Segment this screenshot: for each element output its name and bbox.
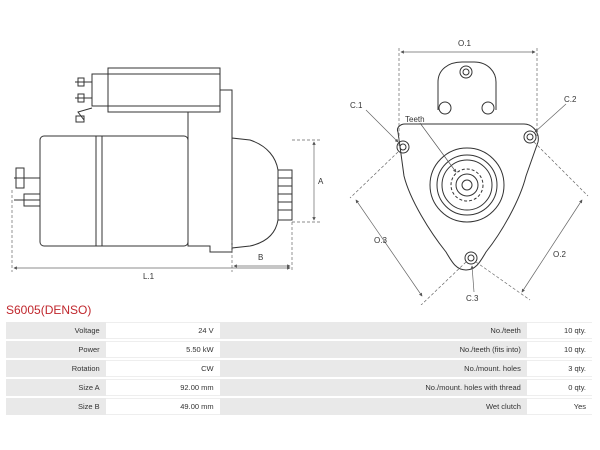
specs-table: Voltage 24 V No./teeth 10 qty. Power 5.5…: [6, 320, 592, 417]
spec-label: Wet clutch: [219, 398, 527, 415]
dimension-l1-label: L.1: [143, 272, 155, 281]
spec-label: No./teeth (fits into): [219, 341, 527, 358]
table-row: Power 5.50 kW No./teeth (fits into) 10 q…: [6, 341, 592, 358]
spec-label: No./mount. holes with thread: [219, 379, 527, 396]
side-view: [14, 67, 293, 253]
table-row: Voltage 24 V No./teeth 10 qty.: [6, 322, 592, 339]
side-view-dimensions: [11, 139, 320, 272]
dimension-c1-label: C.1: [350, 101, 363, 110]
spec-value: Yes: [526, 398, 592, 415]
table-row: Size A 92.00 mm No./mount. holes with th…: [6, 379, 592, 396]
mount-hole-c1: [396, 140, 410, 154]
top-hole: [459, 65, 473, 79]
dimension-o1-label: O.1: [458, 39, 471, 48]
solenoid-terminals: [75, 73, 109, 107]
motor-body: [39, 135, 189, 247]
front-view-dimensions: [349, 48, 589, 305]
spec-value: CW: [105, 360, 220, 377]
solenoid-body: [107, 67, 221, 113]
spec-label: Size A: [6, 379, 106, 396]
pilot-outer: [429, 147, 505, 223]
main-terminal: [14, 167, 41, 207]
spec-value: 3 qty.: [526, 360, 592, 377]
dimension-b-label: B: [258, 253, 263, 262]
drive-housing: [187, 89, 279, 253]
spec-label: Size B: [6, 398, 106, 415]
dimension-a-label: A: [318, 177, 324, 186]
product-title: S6005(DENSO): [6, 303, 92, 317]
mounting-flange: [397, 123, 539, 271]
spec-value: 5.50 kW: [105, 341, 220, 358]
spec-value: 10 qty.: [526, 322, 592, 339]
pinion-gear: [450, 168, 484, 202]
top-mount-boss: [437, 61, 497, 110]
spec-value: 92.00 mm: [105, 379, 220, 396]
dimension-c3-label: C.3: [466, 294, 479, 303]
table-row: Size B 49.00 mm Wet clutch Yes: [6, 398, 592, 415]
spec-value: 10 qty.: [526, 341, 592, 358]
spec-label: No./mount. holes: [219, 360, 527, 377]
dimension-o3-label: O.3: [374, 236, 387, 245]
spec-label: Rotation: [6, 360, 106, 377]
spec-label: No./teeth: [219, 322, 527, 339]
front-view: [396, 61, 539, 271]
starter-technical-drawing: A B L.1 Teeth: [11, 39, 589, 305]
spec-label: Voltage: [6, 322, 106, 339]
pinion: [277, 169, 293, 221]
teeth-label: Teeth: [405, 115, 425, 124]
dimension-c2-label: C.2: [564, 95, 577, 104]
dimension-o2-label: O.2: [553, 250, 566, 259]
spec-label: Power: [6, 341, 106, 358]
spec-value: 49.00 mm: [105, 398, 220, 415]
mount-hole-c3: [464, 251, 478, 265]
spec-value: 24 V: [105, 322, 220, 339]
mount-hole-c2: [523, 130, 537, 144]
table-row: Rotation CW No./mount. holes 3 qty.: [6, 360, 592, 377]
spec-value: 0 qty.: [526, 379, 592, 396]
